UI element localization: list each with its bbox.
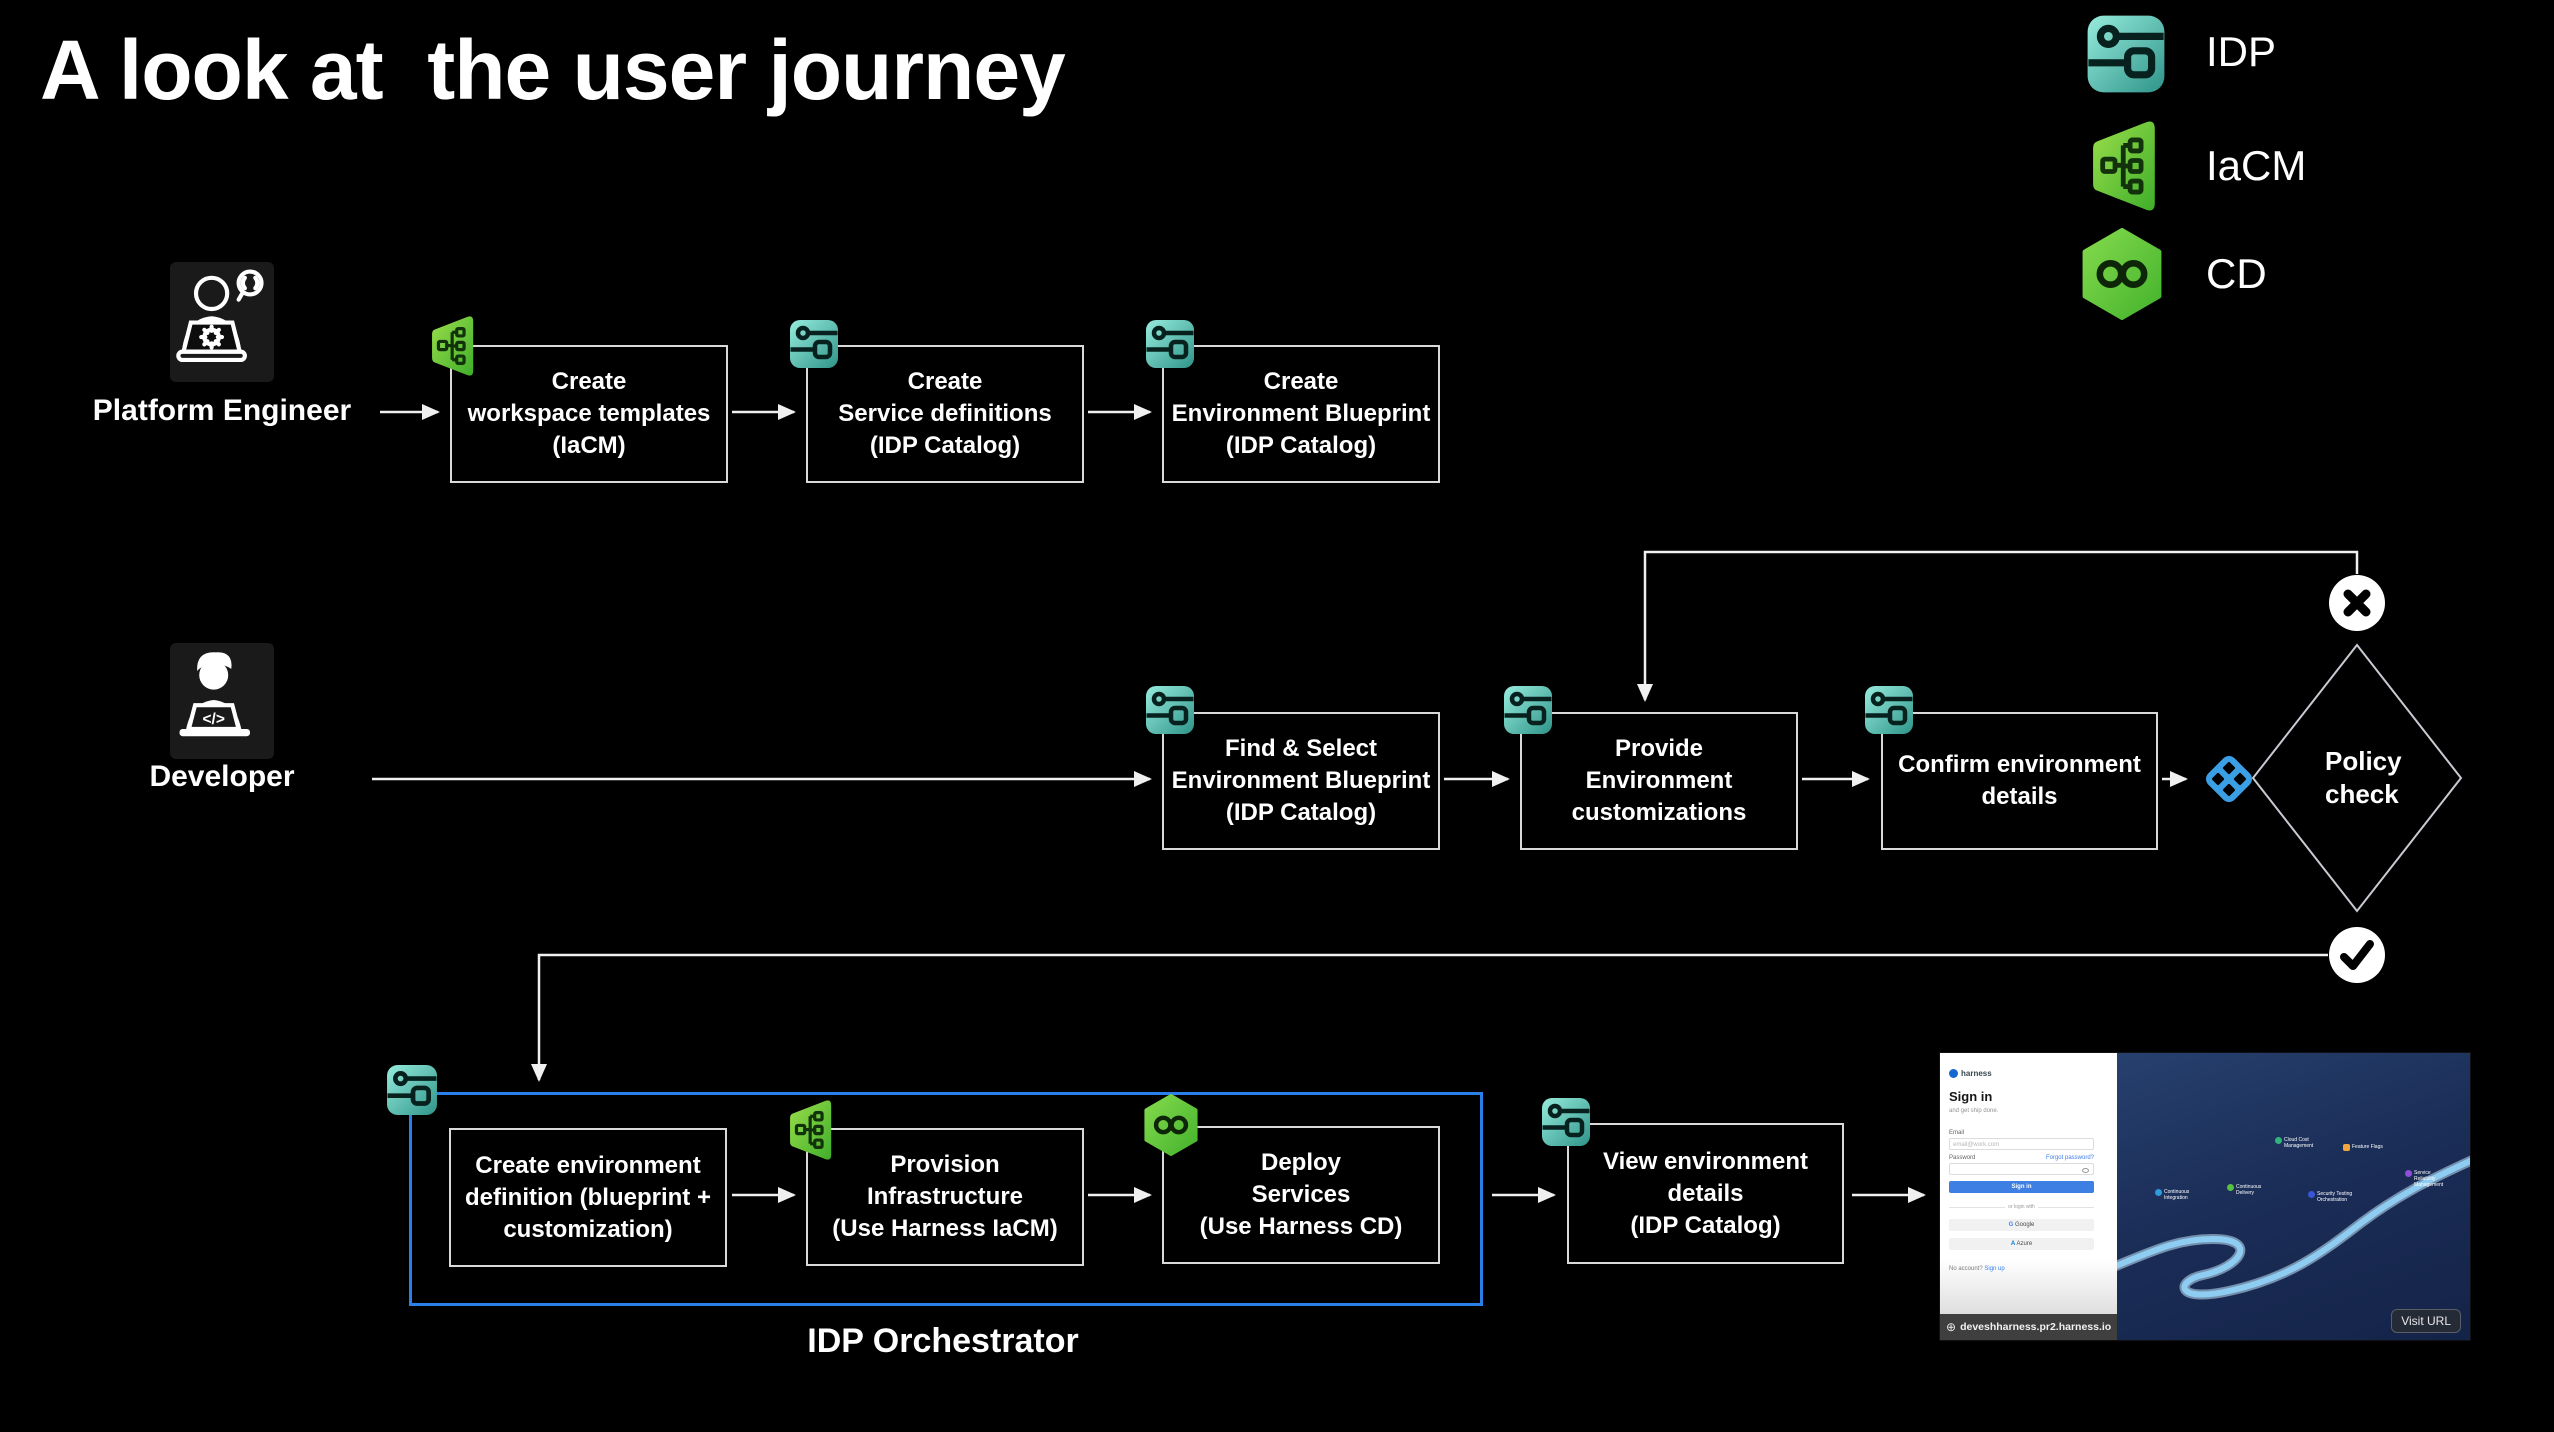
cd-icon — [1143, 1094, 1199, 1156]
page-title: A look at the user journey — [40, 23, 1066, 117]
policy-check-label: Policy check — [2325, 746, 2402, 809]
password-field[interactable] — [1949, 1163, 2094, 1175]
platform-engineer-label: Platform Engineer — [92, 394, 352, 427]
google-signin-button[interactable]: G Google — [1949, 1219, 2094, 1231]
platform-engineer-avatar — [170, 262, 274, 382]
step-view-environment-details: View environment details (IDP Catalog) — [1567, 1123, 1844, 1264]
signin-button[interactable]: Sign in — [1949, 1181, 2094, 1193]
policy-check-icon — [2198, 748, 2260, 810]
signin-heading: Sign in — [1949, 1089, 1993, 1104]
legend-label-cd: CD — [2206, 250, 2267, 297]
arrow-pass-to-orchestrator — [531, 953, 2328, 1082]
idp-icon — [1503, 685, 1553, 735]
harness-signin-preview: harness Sign in and get ship done. Email… — [1940, 1053, 2470, 1340]
visit-url-button[interactable]: Visit URL — [2391, 1309, 2461, 1333]
step-confirm-environment-details: Confirm environment details — [1881, 712, 2158, 850]
email-field[interactable]: email@work.com — [1949, 1138, 2094, 1150]
globe-icon: ⊕ — [1946, 1320, 1957, 1334]
password-label: Password — [1949, 1155, 1976, 1161]
iacm-icon — [430, 314, 478, 378]
email-label: Email — [1949, 1130, 1965, 1136]
module-continuous-delivery: Continuous Delivery — [2227, 1184, 2275, 1196]
policy-pass-badge — [2329, 927, 2385, 983]
module-continuous-integration: Continuous Integration — [2155, 1189, 2203, 1201]
idp-icon — [386, 1064, 438, 1116]
step-deploy-services: Deploy Services (Use Harness CD) — [1162, 1126, 1440, 1264]
iacm-icon — [788, 1098, 836, 1162]
step-create-environment-blueprint: Create Environment Blueprint (IDP Catalo… — [1162, 345, 1440, 483]
policy-check-diamond — [2251, 643, 2463, 913]
idp-icon — [1864, 685, 1914, 735]
developer-label: Developer — [149, 760, 295, 793]
preview-url-bar: ⊕ deveshharness.pr2.harness.io — [1940, 1314, 2117, 1340]
azure-icon: A — [2010, 1241, 2016, 1247]
azure-signin-button[interactable]: A Azure — [1949, 1238, 2094, 1250]
forgot-password-link[interactable]: Forgot password? — [2045, 1155, 2094, 1161]
developer-avatar — [170, 643, 274, 759]
journey-road — [2117, 1155, 2470, 1300]
no-account-text: No account? Sign up — [1949, 1266, 2005, 1272]
oauth-divider: or login with — [1949, 1204, 2094, 1210]
policy-fail-badge — [2329, 575, 2385, 631]
signup-link[interactable]: Sign up — [1984, 1266, 2005, 1272]
module-dot — [2308, 1191, 2315, 1198]
module-dot — [2227, 1184, 2234, 1191]
show-password-icon[interactable] — [2082, 1168, 2089, 1173]
legend-label-iacm: IaCM — [2206, 142, 2307, 189]
idp-icon — [789, 319, 839, 369]
arrow-fail-loop — [1637, 550, 2359, 702]
module-dot — [2405, 1170, 2412, 1177]
step-find-select-blueprint: Find & Select Environment Blueprint (IDP… — [1162, 712, 1440, 850]
step-provision-infrastructure: Provision Infrastructure (Use Harness Ia… — [806, 1128, 1084, 1266]
harness-logo: harness — [1949, 1069, 1992, 1078]
x-icon — [2343, 589, 2371, 617]
module-security-testing-orchestration: Security Testing Orchestration — [2308, 1191, 2356, 1203]
signin-tagline: and get ship done. — [1949, 1108, 1999, 1114]
harness-modules-illustration: Continuous Integration Cloud Cost Manage… — [2117, 1053, 2470, 1340]
module-service-reliability-management: Service Reliability Management — [2405, 1170, 2453, 1188]
idp-orchestrator-container — [409, 1092, 1483, 1306]
module-cloud-cost-management: Cloud Cost Management — [2275, 1137, 2323, 1149]
module-dot — [2343, 1144, 2350, 1151]
module-dot — [2275, 1137, 2282, 1144]
step-provide-customizations: Provide Environment customizations — [1520, 712, 1798, 850]
step-create-service-definitions: Create Service definitions (IDP Catalog) — [806, 345, 1084, 483]
idp-icon — [1541, 1097, 1591, 1147]
step-create-environment-definition: Create environment definition (blueprint… — [449, 1128, 727, 1267]
google-icon: G — [2008, 1222, 2014, 1228]
signin-panel: harness Sign in and get ship done. Email… — [1940, 1053, 2117, 1340]
check-icon — [2340, 940, 2374, 970]
module-feature-flags: Feature Flags — [2343, 1144, 2391, 1151]
module-dot — [2155, 1189, 2162, 1196]
idp-icon — [1145, 685, 1195, 735]
idp-icon — [1145, 319, 1195, 369]
legend-label-idp: IDP — [2206, 28, 2277, 75]
step-create-workspace-templates: Create workspace templates (IaCM) — [450, 345, 728, 483]
preview-url: deveshharness.pr2.harness.io — [1960, 1321, 2112, 1333]
harness-logo-icon — [1949, 1069, 1958, 1078]
idp-orchestrator-label: IDP Orchestrator — [807, 1322, 1079, 1360]
